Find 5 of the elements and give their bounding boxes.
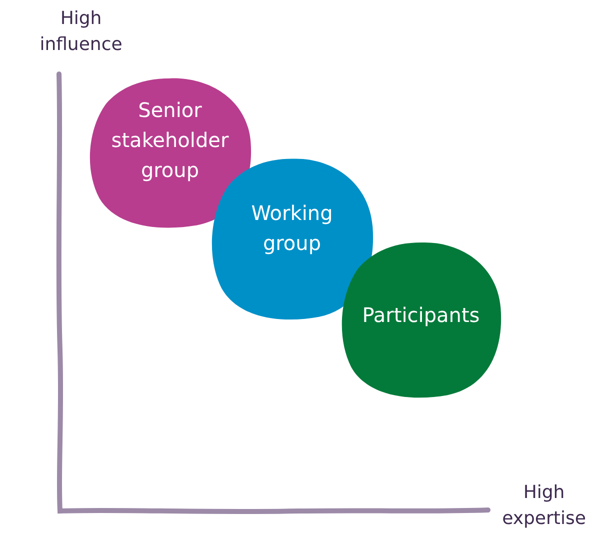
bubble-label: Participants xyxy=(362,302,480,329)
bubble-label: Working group xyxy=(250,200,334,257)
bubble-label: Senior stakeholder group xyxy=(110,97,230,184)
axis-label: High expertise xyxy=(501,481,587,531)
axis-label: High influence xyxy=(38,7,124,57)
